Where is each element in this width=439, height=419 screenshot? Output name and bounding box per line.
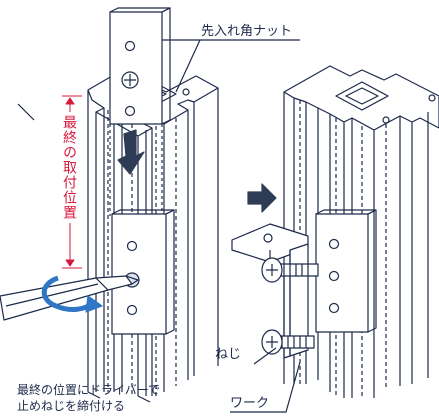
leader-screw	[253, 347, 277, 365]
square-nut-top	[109, 7, 200, 125]
screw-lower	[261, 329, 315, 355]
instruction-line-2: 止めねじを締付ける	[17, 399, 126, 413]
screw-label: ねじ	[215, 347, 242, 362]
square-nut-right	[315, 209, 377, 333]
leader-nut	[175, 39, 201, 93]
workpiece-label: ワーク	[230, 396, 270, 411]
final-position-label: 最終の取付位置	[60, 112, 77, 223]
leader-top-left	[17, 103, 35, 121]
square-nut-final	[111, 209, 175, 335]
nut-path-dashed	[109, 124, 163, 220]
down-arrow-icon	[117, 129, 145, 175]
leader-workpiece	[230, 361, 301, 413]
screwdriver-icon	[0, 275, 139, 321]
screw-upper	[261, 257, 319, 283]
instruction-text: 最終の位置にドライバーで 止めねじを締付ける	[17, 382, 217, 414]
square-nut-label: 先入れ角ナット	[201, 24, 293, 39]
right-arrow-icon	[247, 183, 277, 213]
instruction-line-1: 最終の位置にドライバーで	[17, 383, 161, 397]
rotation-arrow-icon	[41, 275, 103, 313]
